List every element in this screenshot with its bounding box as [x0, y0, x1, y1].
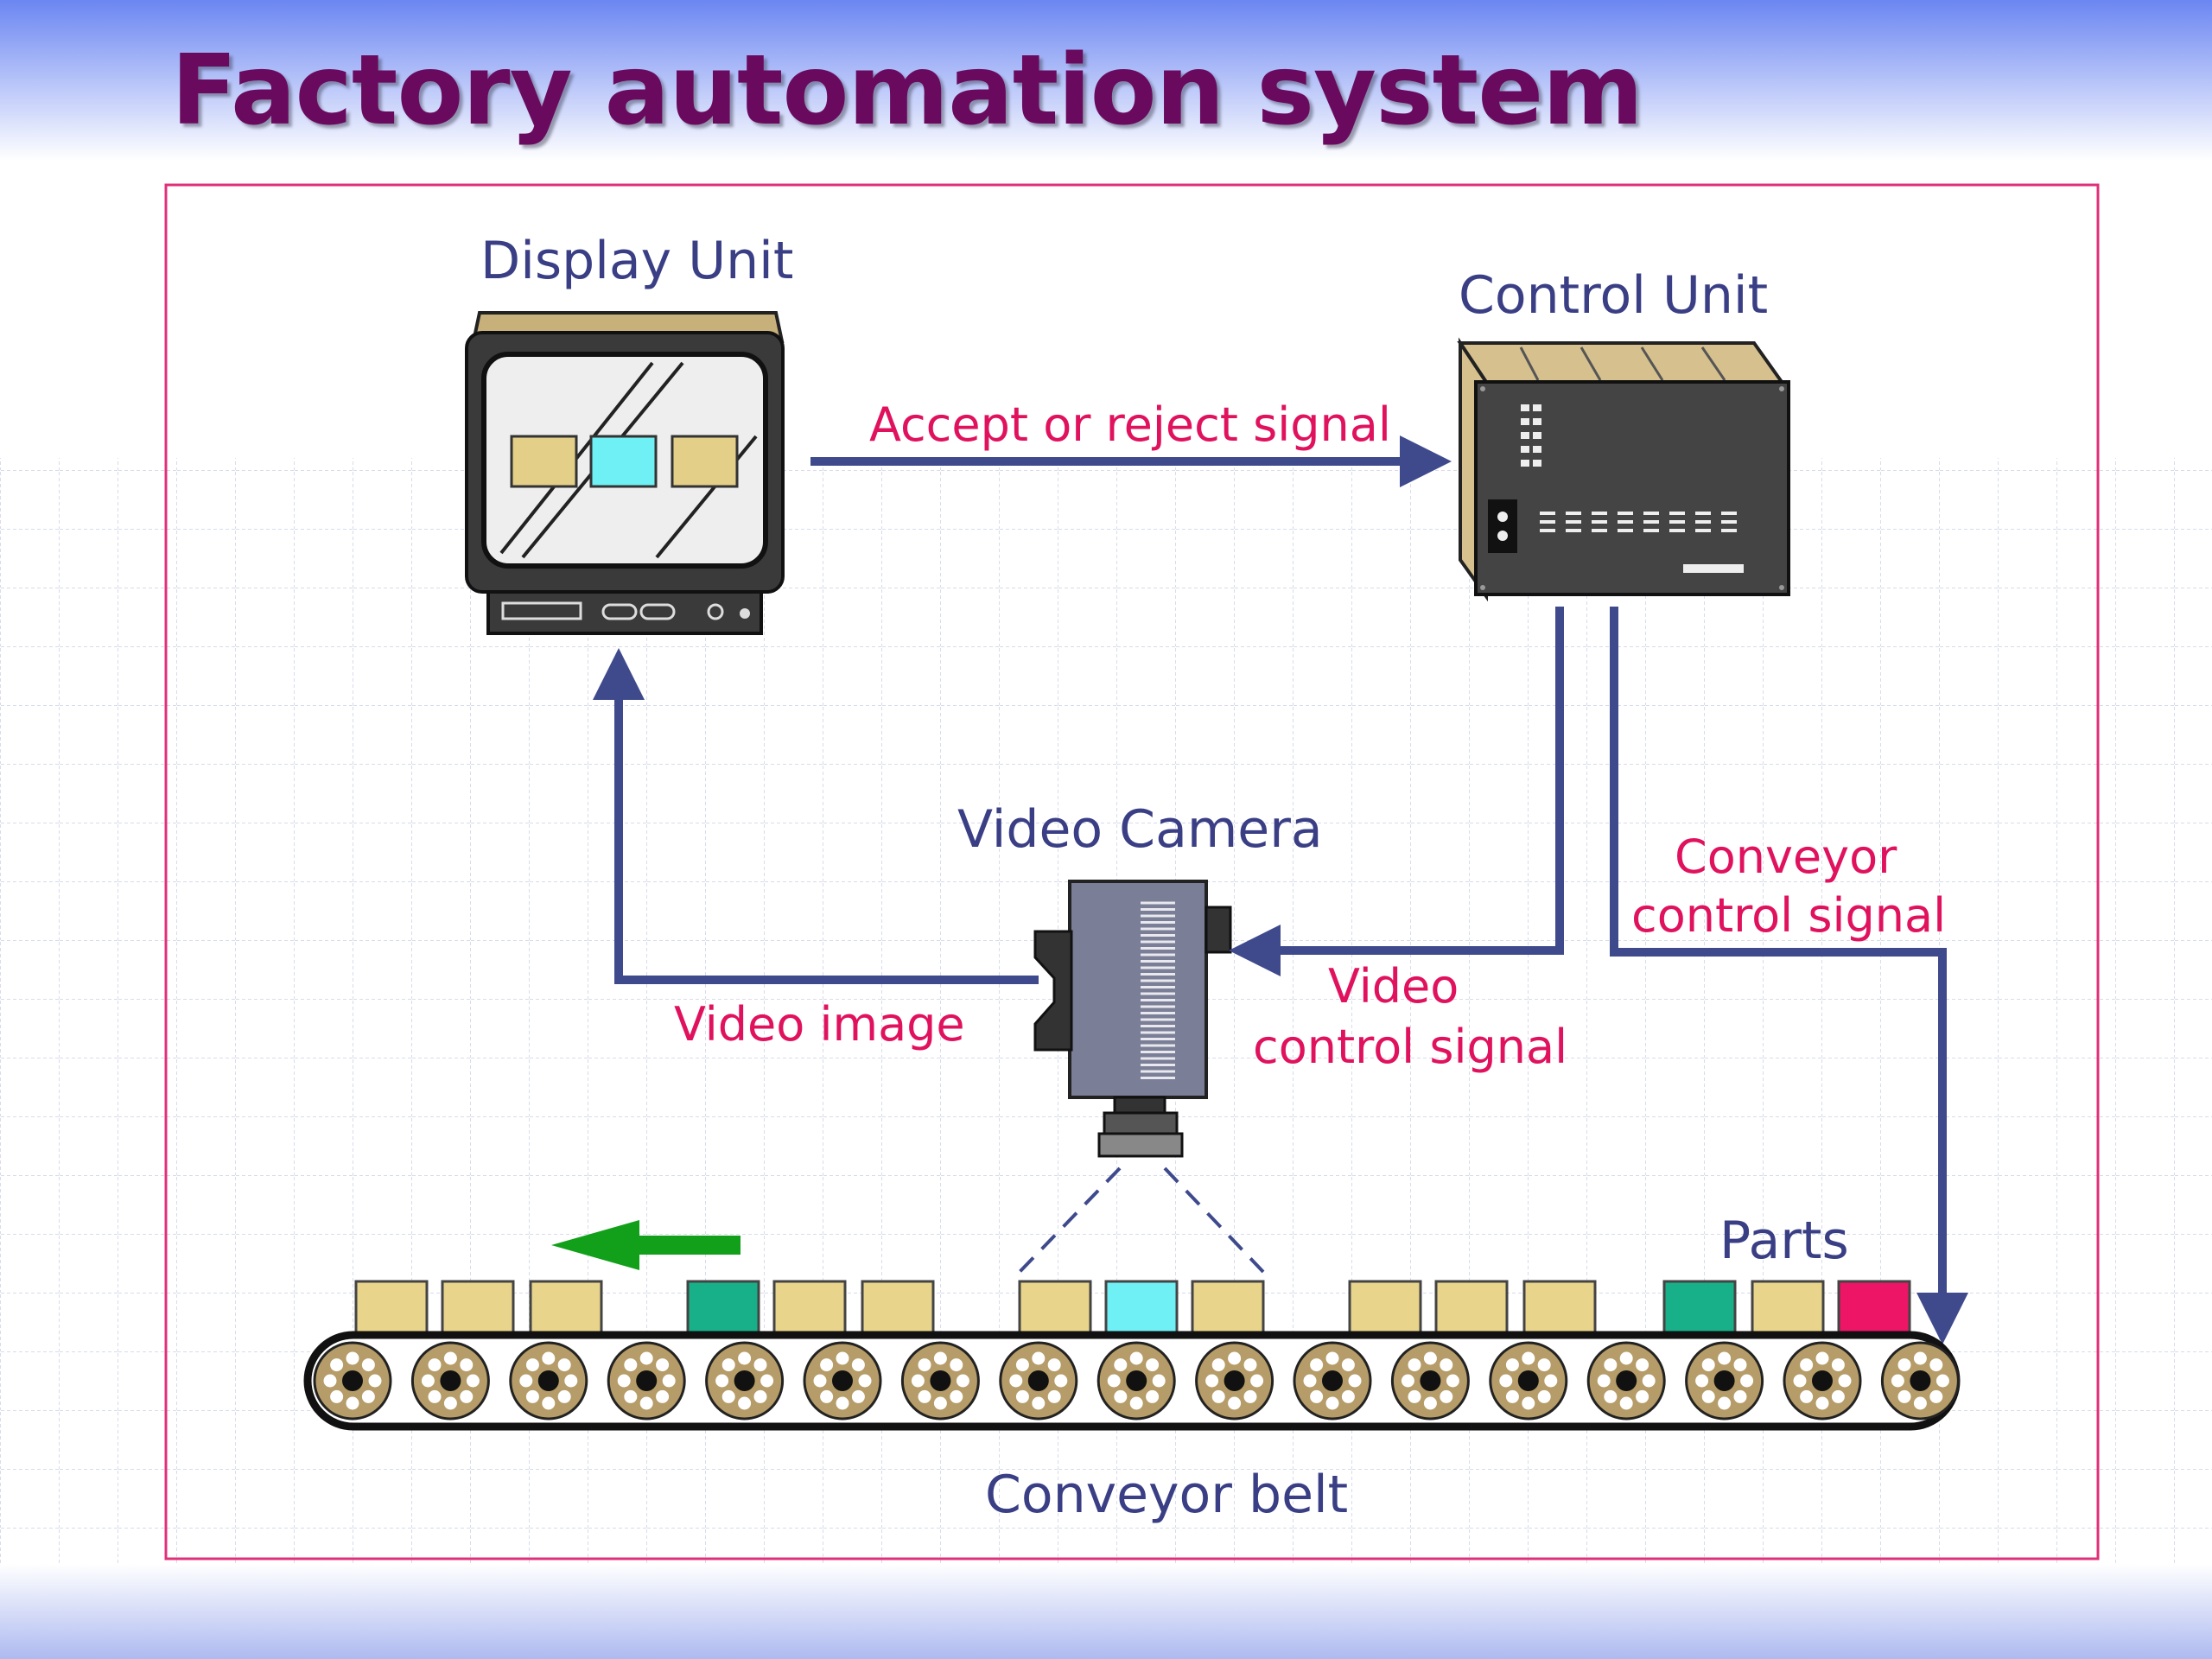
belt-roller	[313, 1341, 392, 1421]
part-normal	[1434, 1280, 1509, 1335]
part-normal	[529, 1280, 603, 1335]
diagram-frame	[164, 183, 2100, 1560]
part-normal	[861, 1280, 935, 1335]
slide-title: Factory automation system	[171, 35, 1643, 147]
belt-roller	[999, 1341, 1078, 1421]
part-reject	[1837, 1280, 1911, 1335]
part-normal	[1191, 1280, 1265, 1335]
belt-roller	[705, 1341, 785, 1421]
video-image-arrow	[593, 648, 1039, 984]
part-normal	[354, 1280, 429, 1335]
belt-roller	[1293, 1341, 1372, 1421]
belt-roller	[900, 1341, 980, 1421]
belt-roller	[410, 1341, 490, 1421]
part-normal	[441, 1280, 515, 1335]
part-normal	[772, 1280, 847, 1335]
video-control-signal-label-line1: Video	[1328, 959, 1459, 1014]
parts-label: Parts	[1719, 1211, 1849, 1271]
display-unit-label: Display Unit	[480, 231, 793, 291]
conveyor-belt-icon	[303, 1331, 1961, 1431]
part-highlight	[1104, 1280, 1179, 1335]
belt-roller	[1586, 1341, 1666, 1421]
belt-roller	[1489, 1341, 1568, 1421]
belt-roller	[1390, 1341, 1470, 1421]
parts-row	[354, 1280, 1911, 1335]
conveyor-control-arrow	[1610, 607, 1968, 1344]
video-control-arrow	[1229, 607, 1564, 976]
display-unit-icon	[465, 311, 785, 635]
video-camera-label: Video Camera	[957, 799, 1323, 860]
part-green	[686, 1280, 760, 1335]
part-normal	[1751, 1280, 1825, 1335]
part-normal	[1348, 1280, 1422, 1335]
video-control-signal-label-line2: control signal	[1253, 1020, 1567, 1074]
belt-roller	[1195, 1341, 1274, 1421]
part-green	[1662, 1280, 1737, 1335]
conveyor-control-signal-label-line2: control signal	[1631, 888, 1946, 943]
belt-roller	[509, 1341, 588, 1421]
video-camera-icon	[1018, 880, 1265, 1274]
belt-direction-arrow	[551, 1220, 741, 1270]
control-unit-icon	[1457, 337, 1790, 602]
conveyor-control-signal-label-line1: Conveyor	[1675, 830, 1897, 884]
part-normal	[1522, 1280, 1597, 1335]
control-unit-label: Control Unit	[1459, 265, 1768, 326]
belt-roller	[1096, 1341, 1176, 1421]
belt-roller	[1783, 1341, 1862, 1421]
belt-roller	[1880, 1341, 1960, 1421]
conveyor-belt-label: Conveyor belt	[985, 1465, 1348, 1525]
belt-roller	[803, 1341, 882, 1421]
video-image-label: Video image	[674, 997, 965, 1052]
belt-roller	[607, 1341, 686, 1421]
part-normal	[1018, 1280, 1092, 1335]
belt-roller	[1685, 1341, 1764, 1421]
accept-reject-signal-label: Accept or reject signal	[869, 397, 1391, 452]
